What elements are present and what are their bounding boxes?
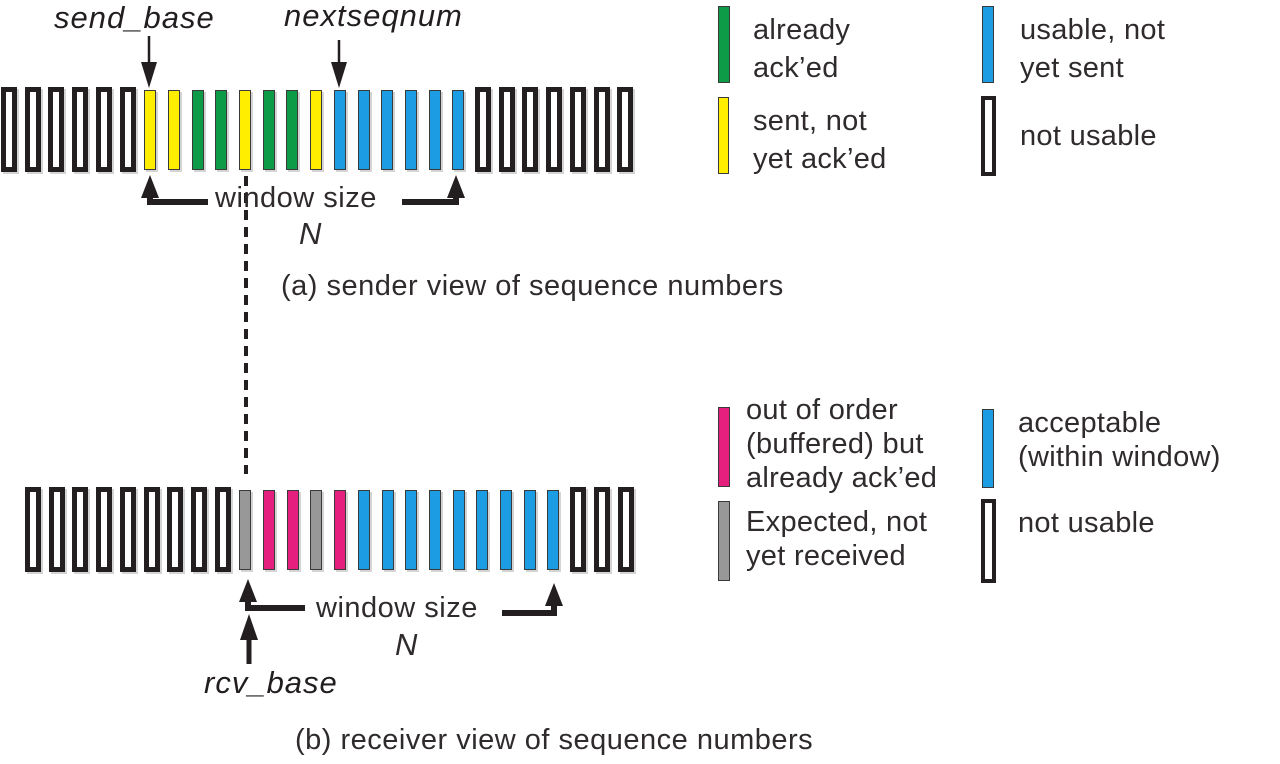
bar-blue <box>500 490 512 570</box>
receiver-window-size-label: window size <box>316 592 478 624</box>
bar-pink <box>334 490 347 570</box>
bar-blue <box>428 90 441 170</box>
bar-white <box>167 487 184 572</box>
bar-blue <box>523 490 536 570</box>
bar-yellow <box>167 90 180 170</box>
legend-label-sent-not-acked: sent, not yet ack’ed <box>753 105 887 175</box>
legend-label-acceptable: acceptable (within window) <box>1018 407 1221 473</box>
bar-blue <box>476 490 489 570</box>
bar-blue <box>357 490 370 570</box>
receiver-window-bracket-right <box>502 583 563 616</box>
bar-green <box>262 90 275 170</box>
bar-white <box>72 487 89 572</box>
bar-pink <box>286 490 299 570</box>
bar-blue <box>547 490 560 570</box>
bar-gray <box>310 490 323 570</box>
legend-swatch-out-of-order <box>718 407 730 487</box>
bar-white <box>593 87 610 172</box>
sender-caption: (a) sender view of sequence numbers <box>281 270 784 302</box>
receiver-window-bracket-left <box>239 579 305 611</box>
bar-yellow <box>310 90 323 170</box>
bar-white <box>48 487 65 572</box>
legend-swatch-not-usable-sender <box>981 96 996 176</box>
legend-label-out-of-order: out of order (buffered) but already ack’… <box>746 394 938 494</box>
legend-swatch-sent-not-acked <box>718 97 729 174</box>
bar-white <box>48 87 65 172</box>
bar-white <box>214 487 231 572</box>
bar-white <box>593 487 610 572</box>
bar-green <box>191 90 204 170</box>
sender-window-bracket-right <box>402 175 465 205</box>
bar-white <box>25 487 41 572</box>
rcv-base-arrow <box>240 614 258 664</box>
bar-green <box>215 90 228 170</box>
bar-blue <box>404 90 417 170</box>
bar-white <box>617 87 634 172</box>
legend-swatch-not-usable-receiver <box>981 499 996 583</box>
bar-white <box>1 87 17 172</box>
legend-swatch-expected <box>718 501 730 581</box>
bar-blue <box>452 490 465 570</box>
bar-yellow <box>239 90 251 170</box>
bar-blue <box>405 490 418 570</box>
bar-white <box>119 487 136 572</box>
bar-white <box>190 487 207 572</box>
send-base-arrow <box>141 36 157 88</box>
legend-label-already-acked: already ack’ed <box>753 14 851 84</box>
rcv-base-label: rcv_base <box>204 665 338 700</box>
bar-blue <box>333 90 346 170</box>
bar-white <box>617 487 634 572</box>
bar-white <box>119 87 136 172</box>
bar-white <box>24 87 41 172</box>
bar-blue <box>452 90 465 170</box>
bar-blue <box>381 490 394 570</box>
bar-white <box>95 87 112 172</box>
bar-blue <box>357 90 370 170</box>
receiver-sequence-row <box>0 487 1280 573</box>
legend-label-usable-not-sent: usable, not yet sent <box>1020 14 1166 84</box>
bar-white <box>498 87 515 172</box>
sender-window-size-label: window size <box>215 182 377 214</box>
legend-label-not-usable-sender: not usable <box>1020 120 1157 152</box>
bar-white <box>569 87 586 172</box>
bar-white <box>522 87 539 172</box>
nextseqnum-label: nextseqnum <box>284 0 463 33</box>
bar-white <box>96 487 113 572</box>
bar-white <box>143 487 160 572</box>
bar-white <box>72 87 89 172</box>
bar-white <box>546 87 563 172</box>
sender-sequence-row <box>0 87 1280 173</box>
legend-label-not-usable-receiver: not usable <box>1018 507 1155 539</box>
bar-white <box>570 487 587 572</box>
bar-blue <box>381 90 394 170</box>
receiver-window-n-label: N <box>395 627 418 662</box>
legend-swatch-usable-not-sent <box>982 6 994 83</box>
nextseqnum-arrow <box>331 40 347 88</box>
bar-yellow <box>144 90 157 170</box>
legend-swatch-acceptable <box>982 409 994 488</box>
bar-blue <box>428 490 441 570</box>
bar-gray <box>239 490 252 570</box>
sender-window-n-label: N <box>299 216 322 251</box>
sender-window-bracket-left <box>141 175 208 205</box>
bar-white <box>475 87 491 172</box>
send-base-label: send_base <box>54 0 215 35</box>
legend-swatch-already-acked <box>718 6 730 83</box>
receiver-caption: (b) receiver view of sequence numbers <box>295 724 814 756</box>
bar-pink <box>263 490 275 570</box>
legend-label-expected: Expected, not yet received <box>746 506 928 572</box>
bar-green <box>286 90 299 170</box>
